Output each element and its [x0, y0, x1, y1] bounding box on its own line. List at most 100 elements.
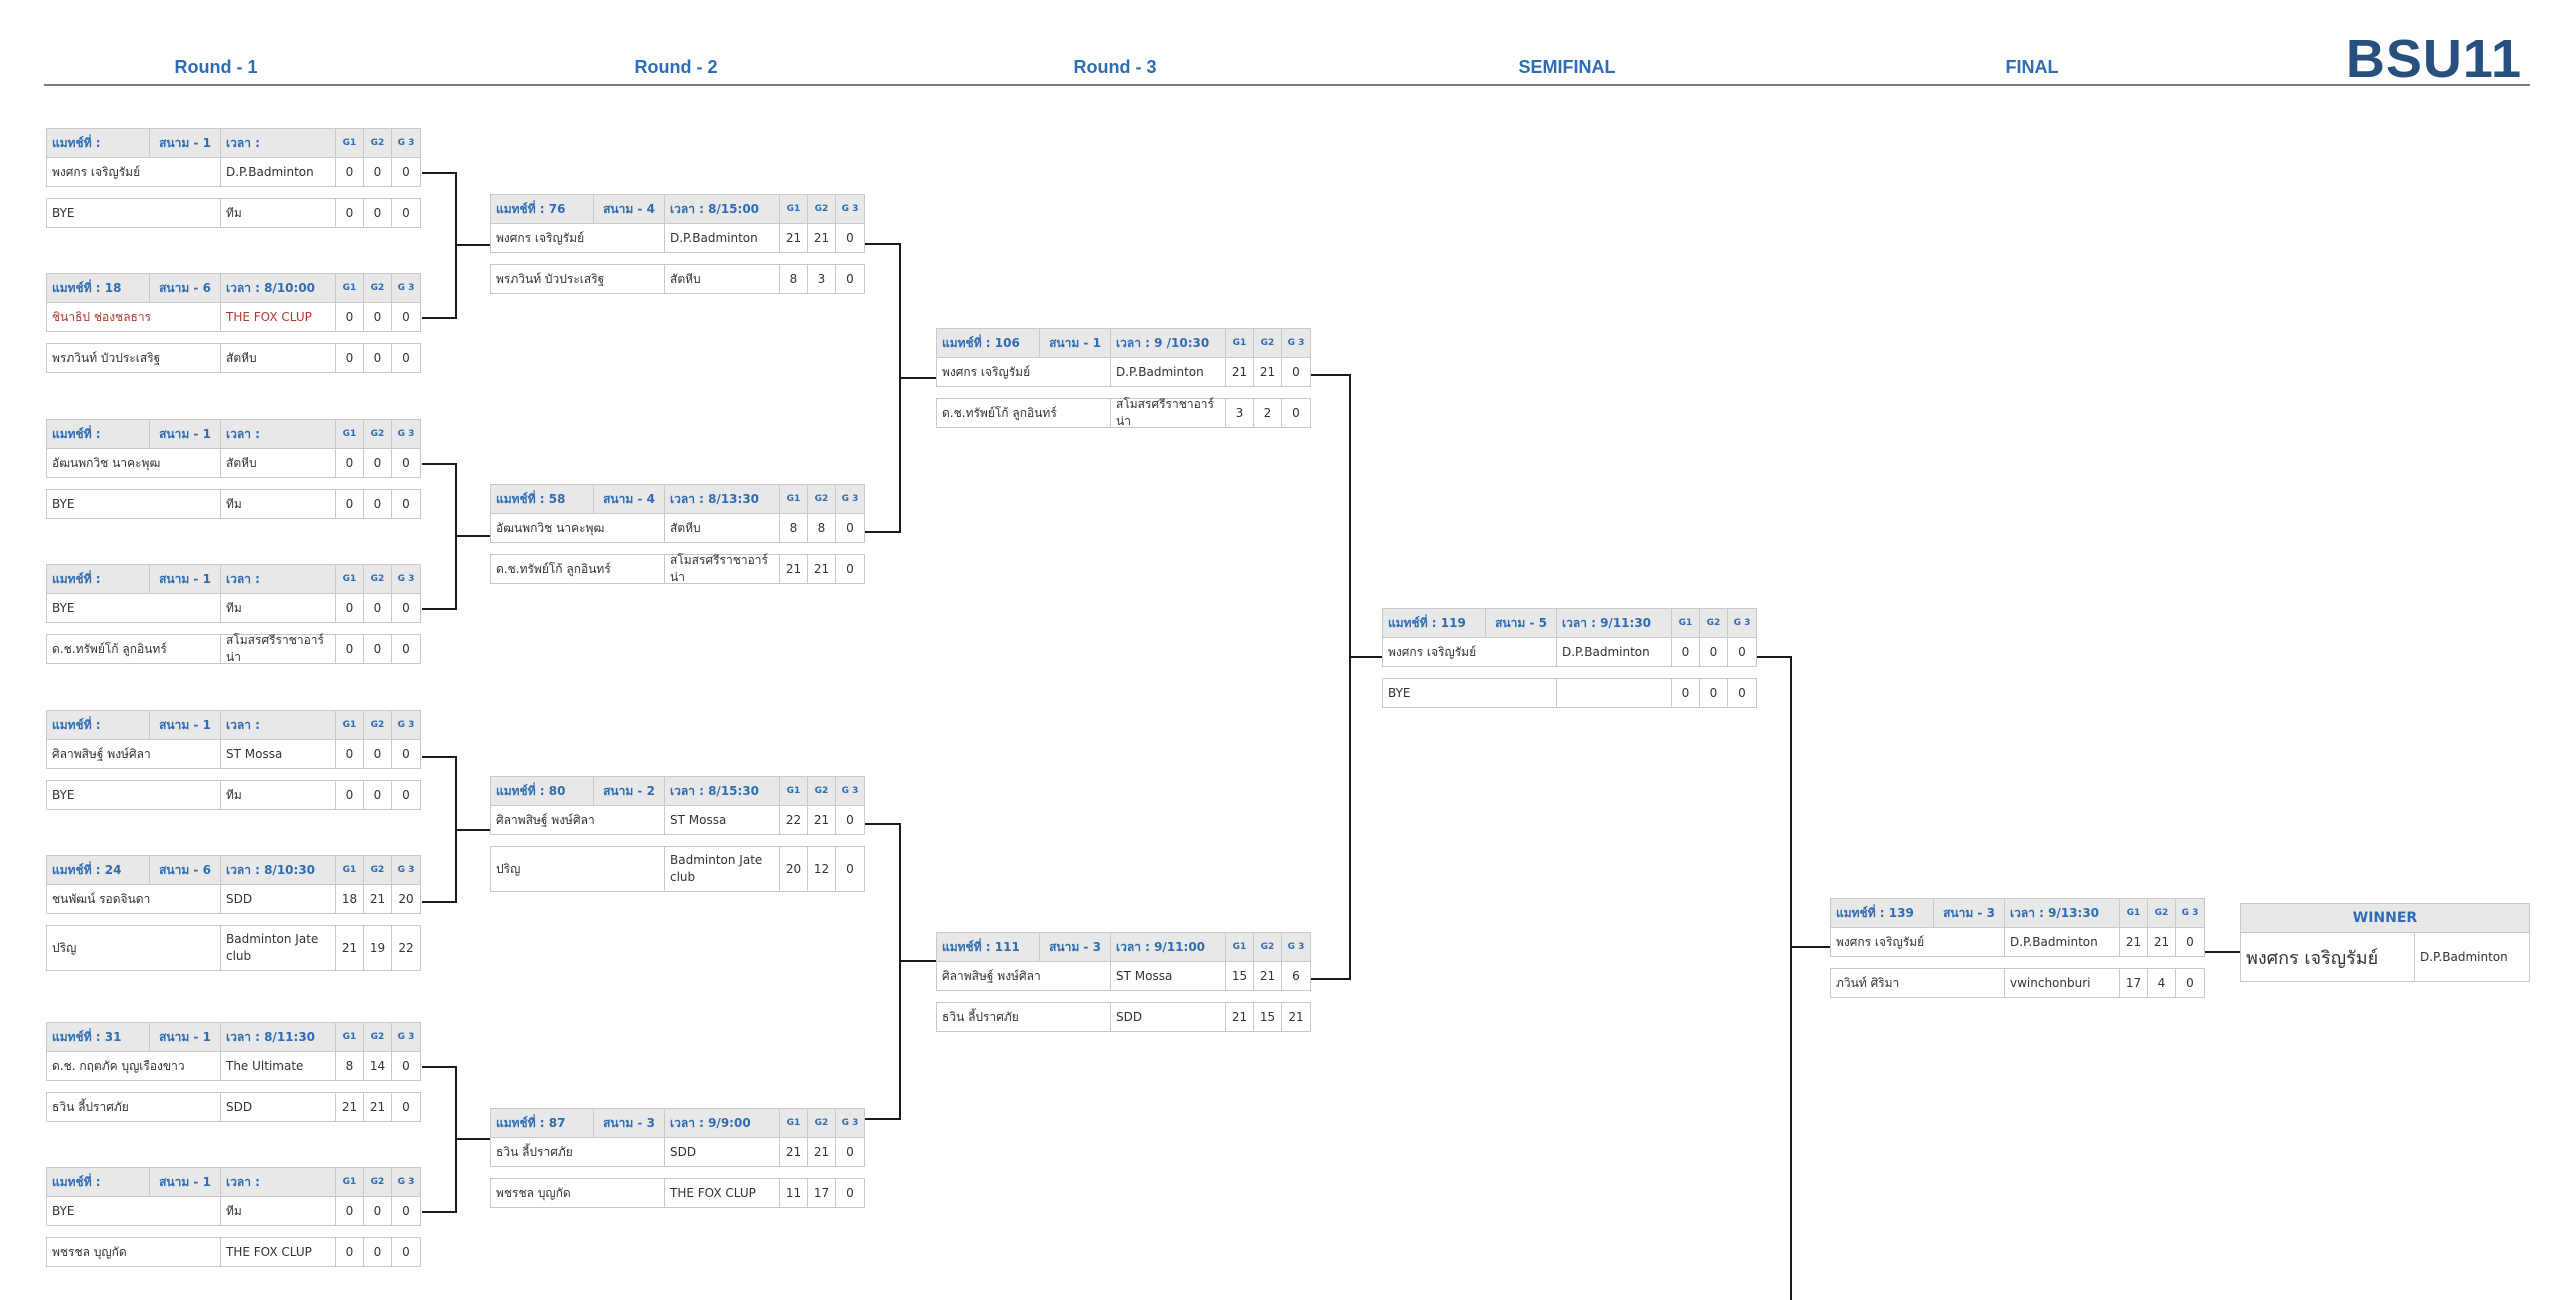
- score-g3: 0: [402, 351, 410, 365]
- match-number: แมทช์ที่ :: [47, 565, 150, 593]
- player-name: ด.ช.ทรัพย์โก้ ลูกอินทร์: [47, 635, 221, 663]
- score-g1: 0: [336, 594, 364, 622]
- score-g2: 21: [808, 555, 836, 583]
- score-g1: 21: [780, 224, 808, 252]
- g2-header: G2: [364, 274, 392, 302]
- g2-header: G2: [364, 856, 392, 884]
- player-club: D.P.Badminton: [1111, 358, 1226, 386]
- court: สนาม - 6: [150, 856, 221, 884]
- score-g2: 0: [364, 449, 392, 477]
- court: สนาม - 1: [150, 129, 221, 157]
- player-name: BYE: [47, 490, 221, 518]
- player-name: พงศกร เจริญรัมย์: [491, 224, 665, 252]
- player-club: ทีม: [221, 1197, 336, 1225]
- score-g3: 0: [846, 521, 854, 535]
- score-g1: 15: [1226, 962, 1254, 990]
- score-g1: 8: [780, 265, 808, 293]
- g1-header: G1: [2120, 899, 2148, 927]
- score-g2: 8: [808, 514, 836, 542]
- g1-header: G1: [336, 420, 364, 448]
- score-g1: 0: [336, 1238, 364, 1266]
- score-g1: 0: [336, 344, 364, 372]
- player-name: ด.ช. กฤตภัค บุญเรืองขาว: [47, 1052, 221, 1080]
- score-g1: 0: [336, 781, 364, 809]
- score-g2: 0: [1700, 638, 1728, 666]
- player-row: ด.ช.ทรัพย์โก้ ลูกอินทร์สโมสรศรีราชาอาร์น…: [490, 553, 865, 584]
- court: สนาม - 3: [1040, 933, 1111, 961]
- score-g3: 22: [398, 941, 414, 955]
- score-g2: 21: [364, 885, 392, 913]
- player-club: สัตหีบ: [665, 265, 780, 293]
- score-g3: 0: [402, 788, 410, 802]
- g1-header: G1: [336, 1023, 364, 1051]
- match-time: เวลา : 8/11:30: [221, 1023, 336, 1051]
- g3-header: G 3: [841, 494, 859, 504]
- score-g2: 0: [364, 1238, 392, 1266]
- score-g1: 21: [1226, 1003, 1254, 1031]
- player-club: SDD: [1111, 1003, 1226, 1031]
- match-time: เวลา :: [221, 565, 336, 593]
- player-club: [1557, 679, 1672, 707]
- g3-header: G 3: [397, 865, 415, 875]
- score-g2: 0: [364, 740, 392, 768]
- g3-header: G 3: [1287, 942, 1305, 952]
- court: สนาม - 4: [594, 485, 665, 513]
- score-g1: 0: [1672, 679, 1700, 707]
- player-name: พรภวินท์ บัวประเสริฐ: [47, 344, 221, 372]
- score-g2: 0: [364, 158, 392, 186]
- match-number: แมทช์ที่ :: [47, 711, 150, 739]
- score-g3: 0: [402, 601, 410, 615]
- match-time: เวลา : 8/15:00: [665, 195, 780, 223]
- score-g1: 11: [780, 1179, 808, 1207]
- player-name: อัฒนพกวิช นาคะพุฒ: [47, 449, 221, 477]
- player-club: สัตหีบ: [221, 449, 336, 477]
- court: สนาม - 1: [150, 1023, 221, 1051]
- score-g2: 0: [364, 1197, 392, 1225]
- score-g1: 21: [780, 555, 808, 583]
- score-g3: 0: [402, 642, 410, 656]
- score-g2: 21: [364, 1093, 392, 1121]
- g1-header: G1: [1226, 933, 1254, 961]
- score-g2: 0: [364, 635, 392, 663]
- match-time: เวลา :: [221, 1168, 336, 1196]
- g1-header: G1: [336, 129, 364, 157]
- g3-header: G 3: [2181, 908, 2199, 918]
- score-g1: 0: [336, 449, 364, 477]
- player-club: ทีม: [221, 594, 336, 622]
- score-g1: 0: [336, 490, 364, 518]
- player-name: BYE: [47, 781, 221, 809]
- g2-header: G2: [2148, 899, 2176, 927]
- player-name: ศิลาพสิษฐ์ พงษ์ศิลา: [491, 806, 665, 834]
- player-name: ศิลาพสิษฐ์ พงษ์ศิลา: [47, 740, 221, 768]
- score-g3: 0: [402, 747, 410, 761]
- player-club: THE FOX CLUP: [221, 303, 336, 331]
- court: สนาม - 3: [1934, 899, 2005, 927]
- match-number: แมทช์ที่ : 119: [1383, 609, 1486, 637]
- score-g3: 0: [846, 562, 854, 576]
- g1-header: G1: [336, 565, 364, 593]
- score-g2: 21: [808, 224, 836, 252]
- score-g1: 8: [336, 1052, 364, 1080]
- player-club: Badminton Jate club: [665, 847, 780, 891]
- score-g3: 0: [402, 1245, 410, 1259]
- player-club: ST Mossa: [1111, 962, 1226, 990]
- g3-header: G 3: [841, 204, 859, 214]
- score-g1: 0: [336, 635, 364, 663]
- match-number: แมทช์ที่ : 80: [491, 777, 594, 805]
